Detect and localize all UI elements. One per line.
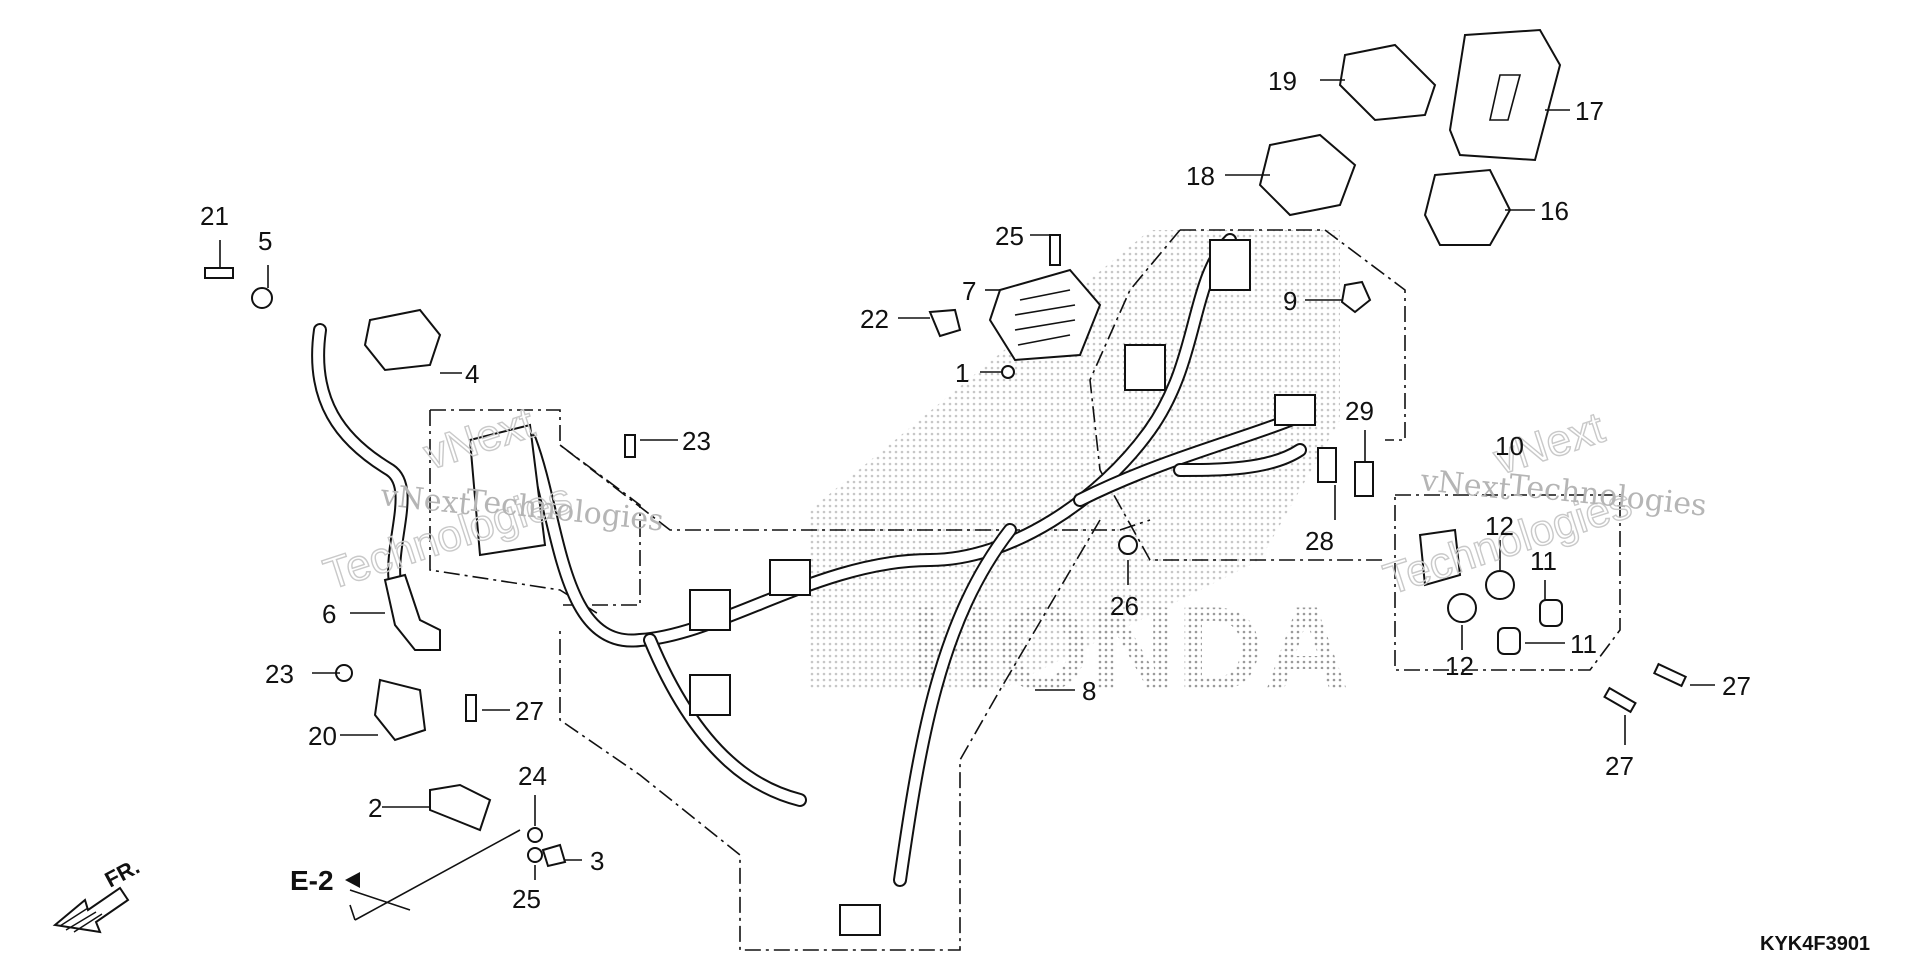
part-6-sketch xyxy=(383,573,441,651)
callout-27b: 27 xyxy=(1605,751,1634,781)
leader-lines xyxy=(219,79,1715,921)
callout-27a: 27 xyxy=(1722,671,1751,701)
callout-15: 17 xyxy=(1575,96,1604,126)
part-27b-sketch xyxy=(1603,686,1637,714)
part-15-sketch xyxy=(1448,28,1562,162)
watermark-text: vNext xyxy=(378,478,472,522)
part-12a-sketch xyxy=(1485,570,1515,600)
part-22-sketch xyxy=(624,434,636,458)
callout-20: 22 xyxy=(860,304,889,334)
callout-4: 4 xyxy=(465,359,479,389)
callouts: 19 17 18 16 25 7 9 22 1 4 21 5 6 23 26 8… xyxy=(200,66,1751,914)
callout-26: 25 xyxy=(995,221,1024,251)
connector-sketch xyxy=(769,559,811,596)
connector-sketch xyxy=(689,589,731,631)
connector-sketch xyxy=(1274,394,1316,426)
part-17-sketch xyxy=(1338,43,1437,122)
assembly-outlines xyxy=(429,229,1621,951)
part-3-sketch xyxy=(541,843,567,868)
wire-harness xyxy=(311,233,1307,887)
callout-11a: 11 xyxy=(1530,546,1557,576)
part-9-sketch xyxy=(1340,280,1372,314)
part-25-sketch xyxy=(465,694,477,722)
connector-sketch xyxy=(839,904,881,936)
callout-23b: 25 xyxy=(512,884,541,914)
connector-sketch xyxy=(1124,344,1166,391)
brand-watermark: HONDA xyxy=(910,582,1350,716)
halftone-background: HONDA xyxy=(810,230,1350,716)
callout-9: 9 xyxy=(1283,286,1297,316)
part-4-sketch xyxy=(363,308,442,372)
callout-1: 1 xyxy=(955,358,969,388)
part-14-sketch xyxy=(1423,168,1512,246)
callout-16: 18 xyxy=(1186,161,1215,191)
callout-12b: 12 xyxy=(1445,651,1474,681)
callout-21: 23 xyxy=(265,659,294,689)
part-27a-sketch xyxy=(1652,662,1688,688)
part-18-sketch xyxy=(373,678,427,742)
part-2-sketch xyxy=(429,783,492,832)
parts xyxy=(204,28,1688,936)
part-24-sketch xyxy=(1118,535,1138,555)
connector-sketch xyxy=(689,674,731,716)
part-26-sketch xyxy=(1049,234,1061,266)
callout-8: 8 xyxy=(1082,676,1096,706)
callout-25: 27 xyxy=(515,696,544,726)
reference-marker: E-2 xyxy=(290,865,360,896)
callout-7: 7 xyxy=(962,276,976,306)
callout-19: 21 xyxy=(200,201,229,231)
callout-28: 28 xyxy=(1305,526,1334,556)
part-11b-sketch xyxy=(1497,627,1521,655)
relay-sketch xyxy=(1418,528,1462,587)
part-1-sketch xyxy=(1001,365,1015,379)
direction-label: FR. xyxy=(101,854,144,893)
drawing-code: KYK4F3901 xyxy=(1760,933,1870,955)
callout-10: 10 xyxy=(1495,431,1524,461)
callout-14: 16 xyxy=(1540,196,1569,226)
callout-18: 20 xyxy=(308,721,337,751)
callout-3: 3 xyxy=(590,846,604,876)
callout-6: 6 xyxy=(322,599,336,629)
callout-5: 5 xyxy=(258,226,272,256)
callout-17: 19 xyxy=(1268,66,1297,96)
part-16-sketch xyxy=(1258,133,1357,217)
callout-24: 26 xyxy=(1110,591,1139,621)
part-29-sketch xyxy=(1354,461,1374,497)
part-7-sketch xyxy=(988,268,1102,362)
part-12b-sketch xyxy=(1447,593,1477,623)
callout-11b: 11 xyxy=(1570,629,1597,659)
part-19-sketch xyxy=(204,267,234,279)
part-11a-sketch xyxy=(1539,599,1563,627)
callout-23a: 24 xyxy=(518,761,547,791)
part-23b-sketch xyxy=(527,847,543,863)
front-direction-arrow: FR. xyxy=(52,854,144,934)
part-5-sketch xyxy=(251,287,273,309)
callout-29: 29 xyxy=(1345,396,1374,426)
part-23a-sketch xyxy=(527,827,543,843)
callout-22: 23 xyxy=(682,426,711,456)
callout-12a: 12 xyxy=(1485,511,1514,541)
reference-label: E-2 xyxy=(290,865,334,896)
part-28-sketch xyxy=(1317,447,1337,483)
callout-2: 2 xyxy=(368,793,382,823)
part-20-sketch xyxy=(928,308,962,338)
connector-sketch xyxy=(1209,239,1251,291)
coil-sketch xyxy=(468,423,547,557)
